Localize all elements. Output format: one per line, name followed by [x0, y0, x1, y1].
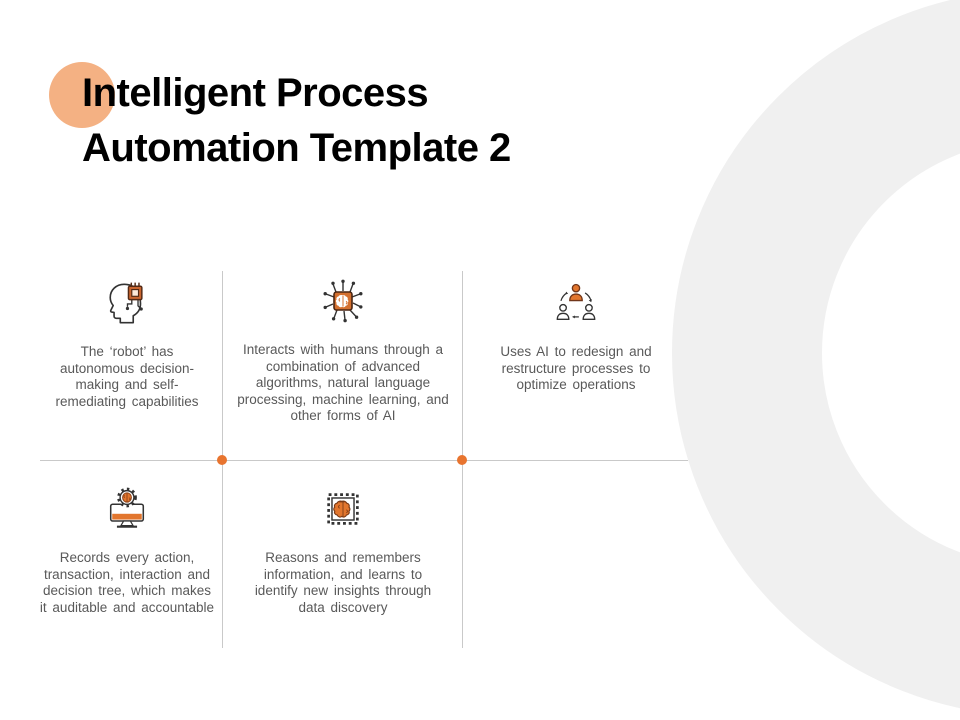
feature-cell-reasons: Reasons and remembers information, and l… — [231, 484, 455, 616]
decorative-ring — [672, 0, 960, 716]
cell-text-line: autonomous decision- — [59, 360, 195, 376]
slide-title: Intelligent Process Automation Template … — [82, 66, 511, 176]
cell-text-line: decision tree, which makes — [42, 583, 212, 598]
cell-text-line: processing, machine learning, and — [237, 391, 449, 407]
cell-text: The ‘robot’ has autonomous decision- mak… — [15, 344, 239, 410]
cell-text-line: Uses AI to redesign and — [500, 344, 652, 359]
cell-text-line: combination of advanced — [265, 358, 421, 374]
slide-title-line1: Intelligent Process — [82, 71, 429, 115]
gear-brain-icon — [231, 484, 455, 534]
cell-text-line: Reasons and remembers — [265, 550, 421, 565]
cell-text-line: information, and learns to — [263, 566, 423, 582]
slide-title-line2: Automation Template 2 — [82, 126, 511, 170]
cell-text-line: data discovery — [298, 599, 388, 615]
people-sync-icon — [464, 278, 688, 328]
feature-cell-records: Records every action, transaction, inter… — [15, 484, 239, 616]
divider-horizontal — [40, 460, 688, 461]
cell-text-line: remediating capabilities — [55, 393, 199, 409]
cell-text: Reasons and remembers information, and l… — [231, 550, 455, 616]
cell-text-line: optimize operations — [516, 377, 636, 392]
cell-text-line: Interacts with humans through a — [242, 342, 444, 357]
feature-cell-robot: The ‘robot’ has autonomous decision- mak… — [15, 278, 239, 410]
cell-text-line: identify new insights through — [254, 583, 432, 598]
cell-text: Uses AI to redesign and restructure proc… — [464, 344, 688, 394]
head-chip-icon — [15, 278, 239, 328]
cell-text-line: The ‘robot’ has — [80, 344, 174, 359]
cell-text: Records every action, transaction, inter… — [15, 550, 239, 616]
cell-text-line: Records every action, — [59, 550, 195, 565]
cell-text-line: transaction, interaction and — [43, 566, 211, 582]
feature-cell-interacts: Interacts with humans through a combinat… — [231, 276, 455, 425]
cell-text-line: it auditable and accountable — [39, 599, 215, 615]
cell-text-line: other forms of AI — [290, 408, 396, 423]
cell-text-line: algorithms, natural language — [255, 375, 431, 390]
feature-cell-redesign: Uses AI to redesign and restructure proc… — [464, 278, 688, 394]
monitor-gear-icon — [15, 484, 239, 534]
connector-dot-right — [457, 455, 467, 465]
connector-dot-left — [217, 455, 227, 465]
ai-chip-icon — [231, 276, 455, 326]
cell-text-line: restructure processes to — [501, 360, 651, 376]
cell-text: Interacts with humans through a combinat… — [231, 342, 455, 425]
cell-text-line: making and self- — [75, 377, 179, 392]
title-accent-circle — [49, 62, 115, 128]
